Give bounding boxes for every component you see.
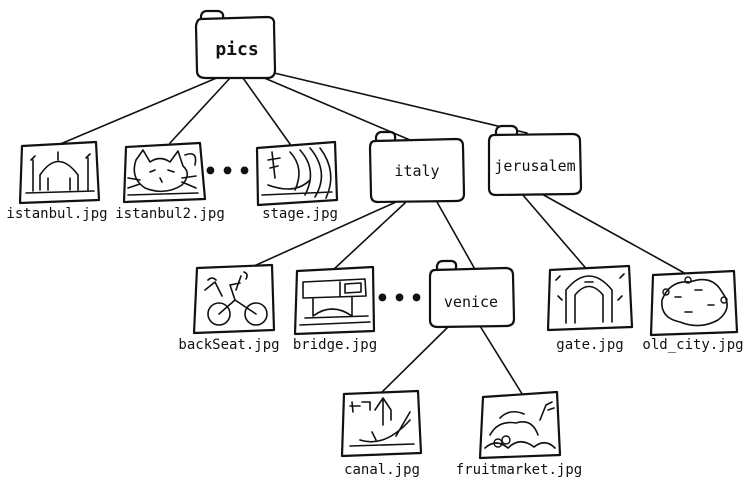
gate-thumbnail-icon[interactable] (546, 264, 634, 332)
file-label-stage: stage.jpg (262, 206, 338, 222)
folder-body (194, 15, 277, 80)
edge-italy-bridge (332, 202, 406, 271)
folder-jerusalem[interactable] (487, 124, 583, 197)
folder-label-pics: pics (215, 39, 259, 60)
old-city-thumbnail-icon[interactable] (649, 269, 739, 337)
file-label-oldcity: old_city.jpg (642, 337, 744, 353)
file-label-backseat: backSeat.jpg (178, 337, 280, 353)
folder-icon (374, 130, 397, 143)
folder-label-venice: venice (443, 293, 499, 311)
folder-body (487, 132, 583, 197)
folder-venice[interactable] (428, 259, 516, 329)
folder-icon (494, 124, 519, 137)
folder-body (428, 266, 516, 329)
edge-italy-venice (436, 201, 482, 281)
thumbnails (18, 140, 739, 460)
cat-thumbnail-icon[interactable] (122, 141, 207, 204)
file-label-fruitmarket: fruitmarket.jpg (455, 462, 583, 478)
edge-jerusalem-oldcity (539, 192, 689, 276)
fruit-thumbnail-icon[interactable] (478, 390, 562, 460)
edge-pics-stage (242, 77, 291, 145)
file-label-istanbul2: istanbul2.jpg (115, 206, 225, 222)
ellipsis-top-row: ••• (203, 159, 255, 185)
mosque-thumbnail-icon[interactable] (18, 140, 101, 205)
edge-italy-backseat (233, 201, 397, 276)
file-label-gate: gate.jpg (556, 337, 624, 353)
edge-pics-istanbul (57, 73, 227, 146)
edge-pics-italy (261, 76, 411, 141)
folder-label-italy: italy (394, 162, 440, 180)
file-label-istanbul: istanbul.jpg (6, 206, 108, 222)
tree-edges (57, 71, 689, 398)
file-label-bridge: bridge.jpg (292, 337, 378, 353)
bridge-thumbnail-icon[interactable] (293, 265, 376, 336)
gondola-thumbnail-icon[interactable] (340, 389, 423, 458)
edge-venice-canal (378, 324, 451, 396)
edge-pics-istanbul2 (169, 76, 232, 144)
ellipsis-italy-row: ••• (375, 286, 427, 312)
edge-venice-fruitmarket (479, 325, 525, 398)
folder-italy[interactable] (368, 130, 466, 204)
stage-thumbnail-icon[interactable] (255, 140, 339, 207)
folder-body (368, 137, 466, 204)
bicycle-thumbnail-icon[interactable] (192, 263, 276, 335)
folder-icon (435, 259, 458, 272)
folder-pics[interactable] (194, 9, 277, 80)
edge-pics-jerusalem (269, 71, 528, 134)
edge-jerusalem-gate (521, 193, 591, 274)
file-label-canal: canal.jpg (344, 462, 420, 478)
folder-label-jerusalem: jerusalem (494, 157, 576, 175)
